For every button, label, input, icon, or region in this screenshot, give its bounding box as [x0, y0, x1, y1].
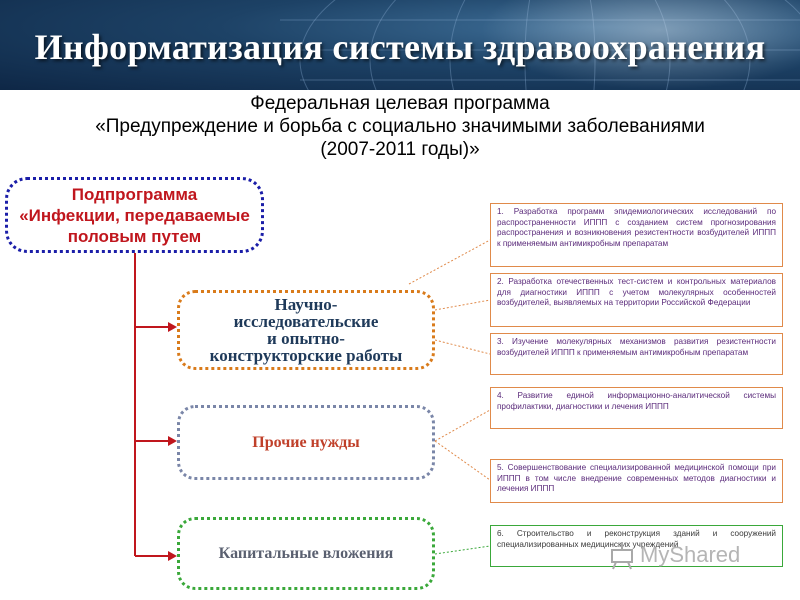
other-needs-box: Прочие нужды [177, 405, 435, 480]
program-item-1: 1. Разработка программ эпидемиологически… [490, 203, 783, 267]
watermark-logo-icon [608, 540, 636, 570]
program-item-4: 4. Развитие единой информационно-аналити… [490, 387, 783, 429]
rnd-category-box: Научно- исследовательские и опытно- конс… [177, 290, 435, 370]
watermark-text: MyShared [640, 542, 740, 568]
program-item-5: 5. Совершенствование специализированной … [490, 459, 783, 503]
subprogram-box: Подпрограмма «Инфекции, передаваемые пол… [5, 177, 264, 253]
capital-investments-label: Капитальные вложения [219, 545, 394, 563]
rnd-line-1: Научно- [210, 296, 403, 313]
subprogram-line-2: «Инфекции, передаваемые [19, 205, 250, 226]
rnd-line-2: исследовательские [210, 313, 403, 330]
rnd-line-3: и опытно- [210, 330, 403, 347]
subprogram-line-3: половым путем [19, 226, 250, 247]
program-item-3: 3. Изучение молекулярных механизмов разв… [490, 333, 783, 375]
subprogram-line-1: Подпрограмма [19, 184, 250, 205]
capital-investments-box: Капитальные вложения [177, 517, 435, 590]
program-item-2: 2. Разработка отечественных тест-систем … [490, 273, 783, 327]
rnd-line-4: конструкторские работы [210, 347, 403, 364]
other-needs-label: Прочие нужды [252, 434, 359, 452]
